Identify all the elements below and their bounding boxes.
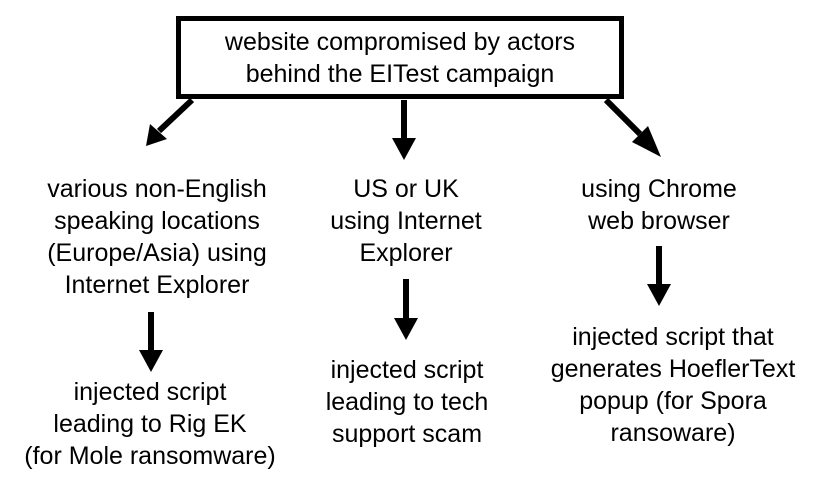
branch-1-condition: various non-English speaking locations (… <box>31 173 283 301</box>
root-box: website compromised by actors behind the… <box>176 16 624 99</box>
branch-3-condition: using Chrome web browser <box>556 173 762 237</box>
branch-3-result-line-1: injected script that <box>572 323 774 351</box>
arrow-branch-1-to-result <box>139 312 163 372</box>
branch-3-result-line-4: ransoware) <box>610 419 736 447</box>
branch-2-condition-line-1: US or UK <box>353 175 459 203</box>
branch-1-result-line-1: injected script <box>73 378 227 406</box>
arrow-root-to-branch-2 <box>392 100 416 160</box>
arrow-root-to-branch-1 <box>146 97 195 146</box>
branch-2-condition-line-3: Explorer <box>359 239 453 267</box>
branch-3-result: injected script that generates HoeflerTe… <box>543 321 803 449</box>
arrow-root-to-branch-3 <box>603 97 661 157</box>
branch-2-result-line-3: support scam <box>331 420 483 448</box>
arrow-branch-3-to-result <box>647 246 671 306</box>
branch-2-result: injected script leading to tech support … <box>310 354 504 450</box>
arrow-branch-2-to-result <box>394 279 418 340</box>
branch-1-condition-line-3: (Europe/Asia) using <box>47 239 267 267</box>
branch-1-condition-line-2: speaking locations <box>54 207 260 235</box>
branch-3-result-line-2: generates HoeflerText <box>550 355 796 383</box>
root-label: website compromised by actors behind the… <box>225 26 575 90</box>
branch-1-result-line-3: (for Mole ransomware) <box>24 442 276 470</box>
branch-1-result-line-2: leading to Rig EK <box>53 410 247 438</box>
branch-1-condition-line-4: Internet Explorer <box>64 271 250 299</box>
branch-1-result: injected script leading to Rig EK (for M… <box>5 376 295 472</box>
branch-2-condition: US or UK using Internet Explorer <box>316 173 496 269</box>
branch-3-result-line-3: popup (for Spora <box>579 387 767 415</box>
branch-1-condition-line-1: various non-English <box>47 175 267 203</box>
branch-3-condition-line-1: using Chrome <box>581 175 737 203</box>
branch-2-result-line-1: injected script <box>330 356 484 384</box>
branch-2-condition-line-2: using Internet <box>330 207 482 235</box>
root-line-2: behind the EITest campaign <box>245 59 555 88</box>
branch-3-condition-line-2: web browser <box>588 207 730 235</box>
root-line-1: website compromised by actors <box>224 27 576 56</box>
branch-2-result-line-2: leading to tech <box>325 388 489 416</box>
